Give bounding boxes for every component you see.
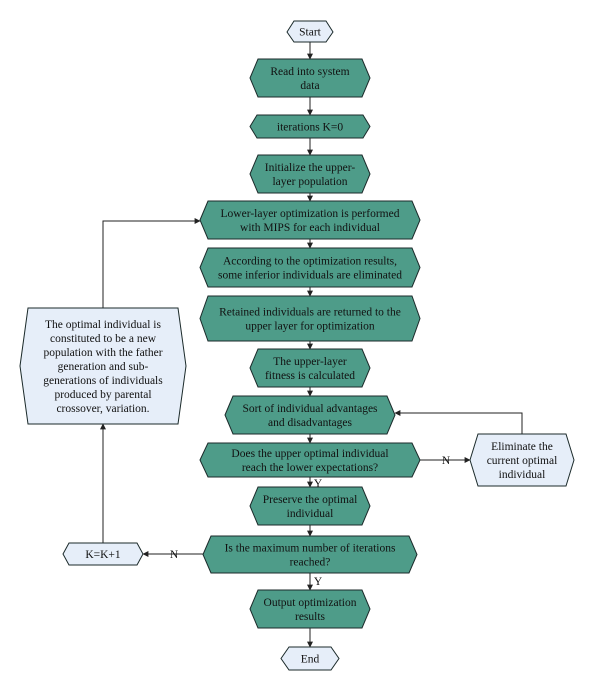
label-line: Retained individuals are returned to the <box>219 307 401 319</box>
init-population-node <box>249 154 371 194</box>
label-line: Is the maximum number of iterations <box>225 543 396 555</box>
label-line: layer population <box>272 176 347 188</box>
label-line: generation and sub- <box>58 361 149 373</box>
label-line: According to the optimization results, <box>223 256 397 268</box>
label-line: Eliminate the <box>491 441 553 453</box>
label-line: reached? <box>290 557 331 569</box>
label-line: iterations K=0 <box>277 122 343 134</box>
connectors <box>100 42 523 648</box>
read-data-label: Read into system data <box>270 66 349 92</box>
lower-opt-node <box>199 200 421 240</box>
label-line: The optimal individual is <box>45 319 161 331</box>
label-line: Start <box>299 27 322 39</box>
fitness-node <box>249 348 371 388</box>
preserve-label: Preserve the optimal individual <box>263 494 358 520</box>
label-line: individual <box>287 508 334 520</box>
label-line: The upper-layer <box>273 356 347 368</box>
eliminate-current-label: Eliminate the current optimal individual <box>487 441 558 481</box>
sort-node <box>224 395 396 435</box>
shapes <box>19 20 575 671</box>
edge-label-expect-yes: Y <box>314 478 323 490</box>
edge-newpop-lower <box>102 218 201 308</box>
edge-label-max-no: N <box>170 549 179 561</box>
end-label: End <box>301 654 320 666</box>
iterations-init-node <box>249 114 371 139</box>
label-line: Preserve the optimal <box>263 494 358 506</box>
label-line: generations of individuals <box>43 375 163 387</box>
label-line: upper layer for optimization <box>245 321 375 333</box>
label-line: Does the upper optimal individual <box>231 448 388 460</box>
increment-node <box>62 542 144 566</box>
start-label: Start <box>299 27 322 39</box>
sort-label: Sort of individual advantages and disadva… <box>242 403 378 429</box>
output-label: Output optimization results <box>264 597 357 623</box>
iterations-init-label: iterations K=0 <box>277 122 343 134</box>
eliminate-current-node <box>469 433 575 487</box>
label-line: reach the lower expectations? <box>242 462 378 474</box>
start-terminal <box>286 20 334 43</box>
check-max-node <box>202 535 418 574</box>
label-line: produced by parental <box>54 389 151 401</box>
end-terminal <box>280 646 340 671</box>
label-line: with MIPS for each individual <box>240 222 380 234</box>
edge-label-expect-no: N <box>442 455 451 467</box>
fitness-label: The upper-layer fitness is calculated <box>265 356 355 382</box>
check-expect-node <box>199 442 421 478</box>
label-line: K=K+1 <box>85 549 121 561</box>
label-line: End <box>301 654 320 666</box>
label-line: current optimal <box>487 455 558 467</box>
label-line: population with the father <box>43 347 162 359</box>
lower-opt-label: Lower-layer optimization is performed wit… <box>221 208 400 234</box>
output-node <box>249 589 371 629</box>
label-line: some inferior individuals are eliminated <box>218 270 402 282</box>
label-line: individual <box>499 469 546 481</box>
label-line: fitness is calculated <box>265 370 355 382</box>
eliminate-inferior-node <box>199 247 421 288</box>
label-line: and disadvantages <box>268 417 353 429</box>
label-line: Lower-layer optimization is performed <box>221 208 400 220</box>
label-line: results <box>295 611 326 623</box>
label-line: data <box>300 80 319 92</box>
check-expect-label: Does the upper optimal individual reach t… <box>231 448 388 474</box>
label-line: constituted to be a new <box>50 333 157 345</box>
return-upper-node <box>199 295 421 342</box>
edge-label-max-yes: Y <box>314 576 323 588</box>
eliminate-inferior-label: According to the optimization results, so… <box>218 256 402 282</box>
edge-elim-current-sort <box>394 410 523 434</box>
read-data-node <box>249 58 371 98</box>
check-max-label: Is the maximum number of iterations reach… <box>225 543 396 569</box>
label-line: Output optimization <box>264 597 357 609</box>
preserve-node <box>249 486 371 526</box>
init-population-label: Initialize the upper-layer population <box>265 162 356 188</box>
increment-label: K=K+1 <box>85 549 121 561</box>
label-line: crossover, variation. <box>56 403 149 415</box>
label-line: Read into system <box>270 66 349 78</box>
new-population-node <box>19 307 187 425</box>
new-population-label: The optimal individual is constituted to … <box>43 319 163 415</box>
return-upper-label: Retained individuals are returned to the… <box>219 307 401 333</box>
label-line: Initialize the upper- <box>265 162 356 174</box>
label-line: Sort of individual advantages <box>242 403 378 415</box>
